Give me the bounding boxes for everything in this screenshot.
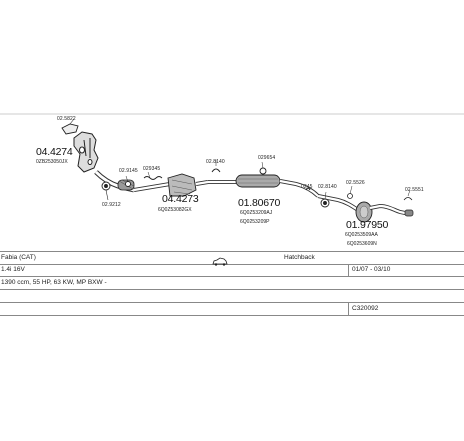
label-028140b: 02.8140 [318, 184, 337, 190]
label-025822: 02.5822 [57, 116, 76, 122]
label-019795: 01.97950 [346, 219, 389, 231]
spec-cell: 1390 ccm, 55 HP, 63 KW, MP BXW - [1, 279, 107, 286]
label-029345: 029345 [143, 166, 161, 172]
rubber-mount-029654 [259, 161, 267, 175]
years-cell: 01/07 - 03/10 [352, 266, 391, 273]
gasket-029145 [125, 175, 131, 187]
table-row-spec: 1390 ccm, 55 HP, 63 KW, MP BXW - [0, 277, 464, 290]
label-029212: 02.9212 [102, 202, 121, 208]
engine-cell: 1.4i 16V [1, 266, 25, 273]
spring-029345 [143, 171, 163, 180]
catalytic-converter [133, 173, 209, 197]
label-025526: 02.5526 [346, 180, 365, 186]
label-019795-sub2: 6Q0253609N [347, 241, 377, 247]
col-separator [348, 264, 349, 276]
label-018067-sub2: 6Q0253209P [240, 219, 270, 225]
clamp-0245 [305, 187, 311, 191]
label-029654: 029654 [258, 155, 276, 161]
car-icon [212, 253, 228, 271]
label-044273-sub: 6Q0Z53082GX [158, 207, 192, 213]
table-row-blank [0, 290, 464, 303]
gasket-025822 [61, 118, 79, 135]
table-row-model: Fabia (CAT) Hatchback [0, 251, 464, 266]
clamp-028140-b [320, 191, 330, 208]
clamp-029212 [101, 181, 111, 201]
table-row-code: C320092 [0, 303, 464, 316]
col-separator [348, 303, 349, 315]
front-pipe [94, 170, 135, 193]
label-018067-sub1: 6Q0Z53209AJ [240, 210, 273, 216]
label-028140: 02.8140 [206, 159, 225, 165]
label-044274-sub: 0ZB253050JX [36, 159, 68, 165]
code-cell: C320092 [352, 305, 379, 312]
rubber-mount-025526 [347, 185, 353, 199]
model-cell: Fabia (CAT) [1, 254, 36, 261]
label-044273: 04.4273 [162, 193, 199, 205]
label-019795-sub1: 6Q0253509AA [345, 232, 378, 238]
label-044274: 04.4274 [36, 146, 73, 158]
label-018067: 01.80670 [238, 197, 281, 209]
label-025551: 02.5551 [405, 187, 424, 193]
label-0245: 0245 [301, 184, 313, 190]
clamp-028140-a [211, 160, 221, 173]
exhaust-manifold [73, 131, 99, 173]
label-029145: 02.9145 [119, 168, 138, 174]
rear-silencer [317, 194, 414, 223]
table-row-engine: 1.4i 16V 01/07 - 03/10 [0, 264, 464, 277]
body-type-cell: Hatchback [284, 254, 315, 261]
middle-silencer [208, 174, 320, 198]
tailpipe-mount-025551 [403, 189, 413, 201]
